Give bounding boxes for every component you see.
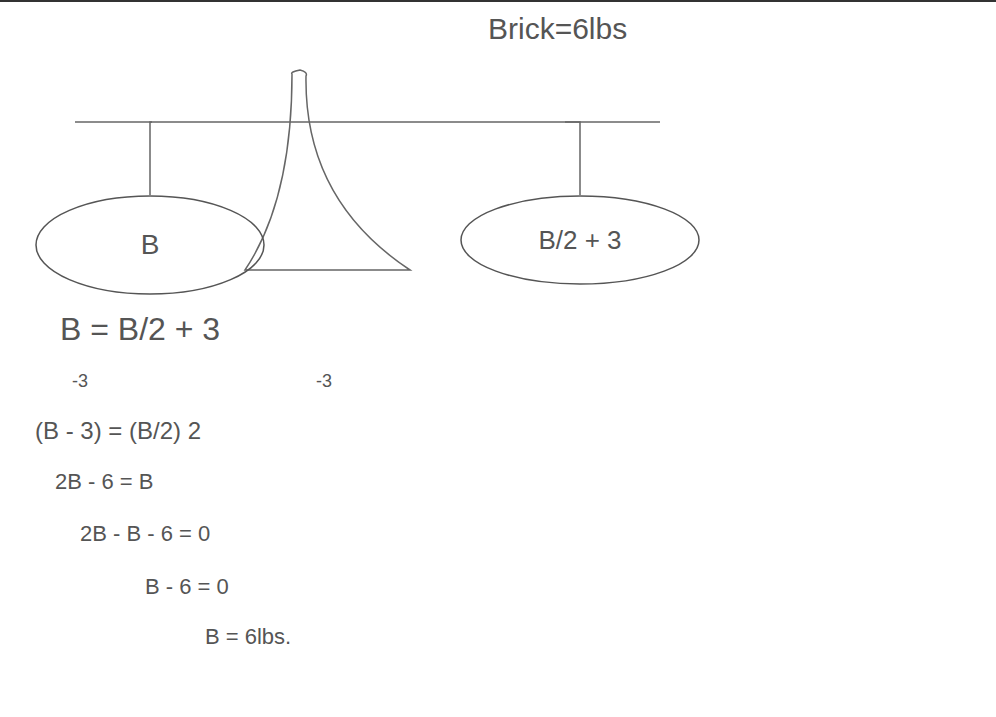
equation-line: -3 (316, 372, 332, 392)
pan-text: B/2 + 3 (538, 225, 621, 256)
fulcrum-stand (245, 70, 410, 270)
beam-and-strings (150, 122, 580, 195)
equation-line: B - 6 = 0 (145, 575, 229, 599)
scale-pan: B/2 + 3 (460, 195, 700, 285)
equation-line: 2B - 6 = B (55, 470, 153, 494)
equation-line: -3 (72, 372, 88, 392)
pan-text: B (141, 229, 160, 261)
equation-line: (B - 3) = (B/2) 2 (35, 418, 201, 444)
answer-note: Brick=6lbs (488, 12, 627, 45)
page-edge-line (0, 0, 996, 2)
scale-pan: B (35, 195, 265, 295)
equation-line: B = 6lbs. (205, 625, 291, 649)
beam-end (75, 121, 152, 123)
pan-ellipse (461, 196, 699, 284)
equation-line: B = B/2 + 3 (60, 312, 220, 347)
equation-line: 2B - B - 6 = 0 (80, 522, 210, 546)
pan-ellipse (36, 196, 264, 294)
